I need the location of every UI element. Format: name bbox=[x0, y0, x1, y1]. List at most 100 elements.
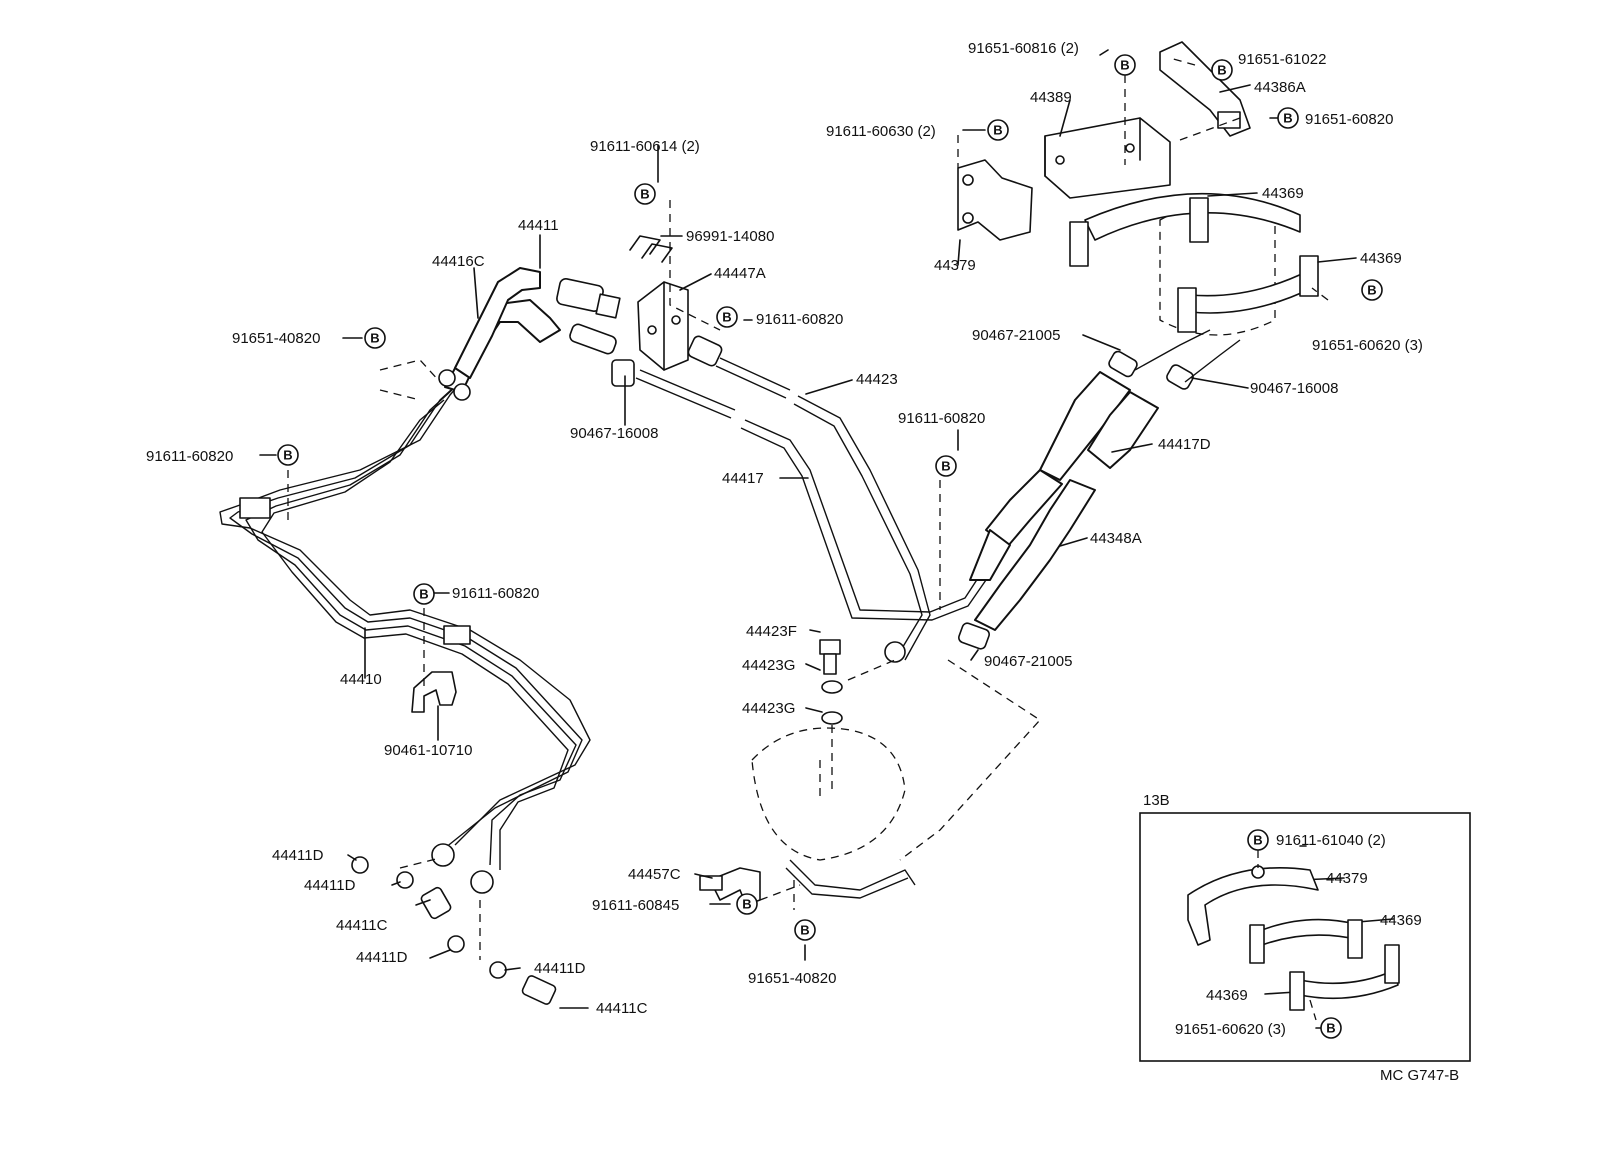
svg-text:B: B bbox=[370, 331, 379, 346]
label-44411D-a: 44411D bbox=[272, 847, 324, 864]
tube-44417 bbox=[635, 369, 987, 621]
bolt-symbol-icon: B bbox=[364, 327, 386, 349]
svg-text:B: B bbox=[283, 448, 292, 463]
label-90467-21005-top: 90467-21005 bbox=[972, 327, 1060, 344]
label-91611-60820-a: 91611-60820 bbox=[756, 311, 843, 328]
label-inset-91651-60620: 91651-60620 (3) bbox=[1175, 1021, 1286, 1038]
part-labels: 91651-60816 (2) 91651-61022 44386A 91651… bbox=[146, 40, 1459, 1084]
label-44348A: 44348A bbox=[1090, 530, 1142, 547]
inset-13B: 13B bbox=[1139, 792, 1471, 1062]
bolt-symbol-icon: B bbox=[794, 919, 816, 941]
bolt-44423F-shank bbox=[823, 653, 837, 675]
pressure-tube-44410 bbox=[219, 371, 591, 894]
return-tube-lower bbox=[785, 859, 916, 899]
label-90467-16008-right: 90467-16008 bbox=[1250, 380, 1338, 397]
label-91611-60630: 91611-60630 (2) bbox=[826, 123, 936, 140]
svg-text:B: B bbox=[1326, 1021, 1335, 1036]
label-44416C: 44416C bbox=[432, 253, 485, 270]
svg-text:B: B bbox=[1253, 833, 1262, 848]
label-91611-60820-left: 91611-60820 bbox=[146, 448, 233, 465]
svg-text:B: B bbox=[640, 187, 649, 202]
svg-text:B: B bbox=[742, 897, 751, 912]
label-44447A: 44447A bbox=[714, 265, 766, 282]
hose-clamp-90467-21005-top bbox=[1108, 350, 1138, 378]
pump-housing bbox=[751, 639, 906, 861]
union-eye-1 bbox=[431, 843, 455, 867]
bolt-symbol-icon: B bbox=[413, 583, 435, 605]
label-44411D-d: 44411D bbox=[534, 960, 586, 977]
label-91611-60845: 91611-60845 bbox=[592, 897, 679, 914]
assembly-dash-lines bbox=[287, 57, 1329, 960]
stay-44386A bbox=[1159, 41, 1251, 137]
label-44423G-a: 44423G bbox=[742, 657, 795, 674]
union-eye-2 bbox=[470, 870, 494, 894]
hose-clamp-90467-21005-bottom bbox=[958, 622, 990, 650]
label-91611-60820-mid: 91611-60820 bbox=[898, 410, 985, 427]
label-44423F: 44423F bbox=[746, 623, 797, 640]
label-44411D-c: 44411D bbox=[356, 949, 408, 966]
hose-44417D bbox=[985, 371, 1159, 547]
label-44417: 44417 bbox=[722, 470, 764, 487]
band-44369-lower-tab-right bbox=[1299, 255, 1319, 297]
label-44411: 44411 bbox=[518, 217, 559, 234]
inset-bracket-44379 bbox=[1187, 867, 1319, 946]
bolt-symbol-icon: B bbox=[1247, 829, 1269, 851]
label-91651-60820-top: 91651-60820 bbox=[1305, 111, 1393, 128]
label-90467-16008-left: 90467-16008 bbox=[570, 425, 658, 442]
inset-title: 13B bbox=[1143, 792, 1170, 809]
bolt-symbol-icon: B bbox=[716, 306, 738, 328]
label-44411C-b: 44411C bbox=[596, 1000, 648, 1017]
label-91611-60614: 91611-60614 (2) bbox=[590, 138, 700, 155]
bolt-symbol-icon: B bbox=[1320, 1017, 1342, 1039]
label-90467-21005-bottom: 90467-21005 bbox=[984, 653, 1072, 670]
bolt-symbol-icon: B bbox=[1114, 54, 1136, 76]
hose-44416C bbox=[438, 267, 621, 401]
bolt-symbol-icon: B bbox=[634, 183, 656, 205]
bolt-symbol-icon: B bbox=[1277, 107, 1299, 129]
hose-clamp-90467-16008-left bbox=[611, 359, 635, 387]
label-44386A: 44386A bbox=[1254, 79, 1306, 96]
label-44423G-b: 44423G bbox=[742, 700, 795, 717]
label-inset-91611-61040: 91611-61040 (2) bbox=[1276, 832, 1386, 849]
bolt-symbol-icon: B bbox=[736, 893, 758, 915]
label-44417D: 44417D bbox=[1158, 436, 1211, 453]
leader-lines bbox=[259, 49, 1394, 1029]
label-90461-10710: 90461-10710 bbox=[384, 742, 472, 759]
label-inset-44369-a: 44369 bbox=[1380, 912, 1422, 929]
label-44369-b: 44369 bbox=[1360, 250, 1402, 267]
svg-text:B: B bbox=[1120, 58, 1129, 73]
label-96991-14080: 96991-14080 bbox=[686, 228, 774, 245]
drawing-code: MC G747-B bbox=[1380, 1067, 1459, 1084]
label-44411D-b: 44411D bbox=[304, 877, 356, 894]
bolt-symbol-icon: B bbox=[277, 444, 299, 466]
reservoir-tank bbox=[1069, 192, 1319, 336]
tube-44423 bbox=[715, 357, 931, 661]
hose-44348A bbox=[969, 479, 1096, 631]
bracket-44379-main bbox=[957, 159, 1033, 241]
label-44410: 44410 bbox=[340, 671, 382, 688]
bolt-symbol-icon: B bbox=[1361, 279, 1383, 301]
tube-clamp-left bbox=[239, 497, 271, 519]
washer-44423G-b bbox=[821, 711, 843, 725]
inset-band-44369-b bbox=[1299, 969, 1399, 1000]
hose-fitting-lower bbox=[569, 323, 617, 355]
svg-text:B: B bbox=[1283, 111, 1292, 126]
band-44369-upper-tab-left bbox=[1069, 221, 1089, 267]
label-44379-main: 44379 bbox=[934, 257, 976, 274]
hose-nut bbox=[595, 293, 621, 319]
label-91651-61022: 91651-61022 bbox=[1238, 51, 1326, 68]
label-44411C-a: 44411C bbox=[336, 917, 388, 934]
bolt-44423F-head bbox=[819, 639, 841, 655]
band-44369-lower bbox=[1189, 269, 1313, 314]
label-91651-40820-left: 91651-40820 bbox=[232, 330, 320, 347]
svg-text:B: B bbox=[1367, 283, 1376, 298]
hose-clamp-90467-16008-right bbox=[1166, 364, 1194, 390]
washer-44423G-a bbox=[821, 680, 843, 694]
label-44369-a: 44369 bbox=[1262, 185, 1304, 202]
bracket-44389 bbox=[1044, 117, 1171, 199]
clamp-90461-10710 bbox=[411, 671, 457, 713]
label-44457C: 44457C bbox=[628, 866, 681, 883]
tube-nut-44423 bbox=[687, 335, 723, 367]
inset-band-44369-a bbox=[1261, 918, 1361, 946]
